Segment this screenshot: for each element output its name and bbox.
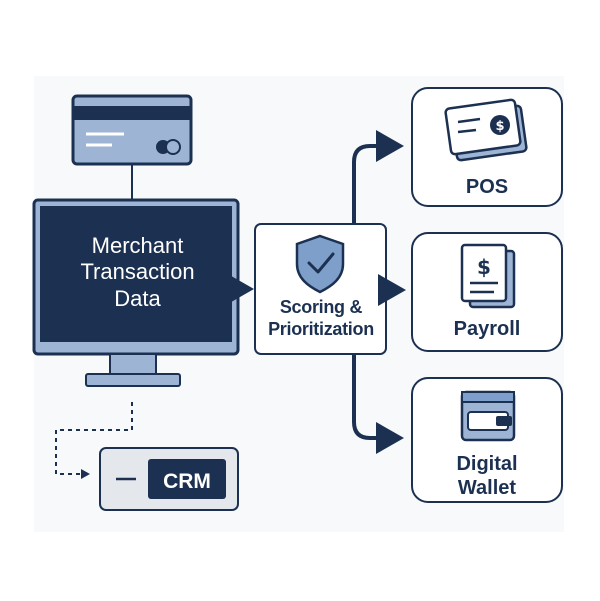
wallet-label-line-1: Digital: [456, 453, 518, 475]
wallet-label-line-2: Wallet: [457, 477, 517, 499]
arrow-source-to-crm: [55, 402, 133, 479]
svg-text:$: $: [477, 255, 491, 279]
scoring-label: Scoring & Prioritization: [258, 297, 384, 340]
svg-text:$: $: [495, 119, 504, 134]
scoring-label-line-1: Scoring &: [279, 297, 363, 317]
arrow-scoring-to-pos: [352, 130, 404, 224]
crm-label: CRM: [163, 470, 211, 493]
source-label-line-2: Transaction: [80, 259, 195, 285]
scoring-label-line-2: Prioritization: [268, 318, 374, 339]
pos-label: POS: [465, 176, 509, 198]
payment-card-dollar-icon: $: [444, 98, 528, 162]
payroll-label: Payroll: [453, 318, 521, 340]
source-label-line-1: Merchant: [91, 233, 184, 258]
shield-check-icon: [295, 234, 345, 294]
source-label-line-3: Data: [114, 285, 161, 311]
arrow-scoring-to-wallet: [352, 354, 404, 454]
wallet-icon: [460, 390, 516, 442]
wallet-label: Digital Wallet: [412, 452, 562, 500]
document-dollar-icon: $: [460, 243, 516, 309]
crm-label-panel: [148, 459, 226, 499]
source-label: Merchant Transaction Data: [40, 233, 235, 312]
credit-card-icon: [71, 94, 193, 166]
